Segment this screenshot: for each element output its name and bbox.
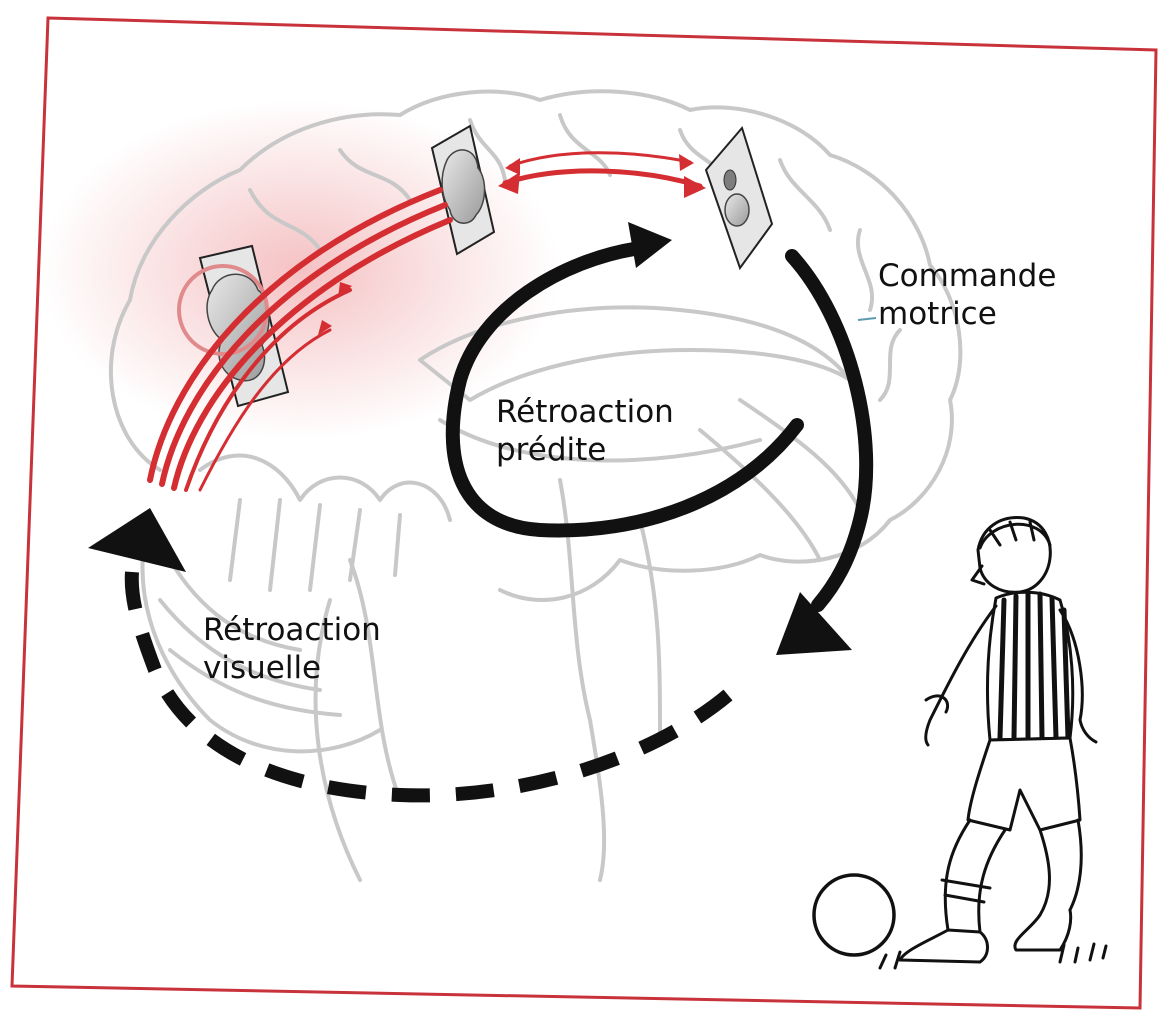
visual-feedback-label-line1: Rétroaction [203,612,381,648]
predicted-feedback-label-line1: Rétroaction [496,394,674,430]
visual-feedback-dashed [124,571,733,803]
motor-command-arrow [785,249,874,612]
motor-command-arrowhead [776,592,852,655]
red-pathway-lines [147,187,453,492]
red-bidirectional-arrows [502,151,703,189]
brain-outline [109,89,963,882]
visual-feedback-label-line2: visuelle [203,650,322,686]
label-pointer [857,317,877,321]
patch-motor [704,125,774,271]
soccer-player-illustration [878,516,1108,970]
predicted-feedback-arrowhead [628,222,672,268]
red-arrowhead [679,154,694,171]
red-arrowhead [505,158,520,175]
motor-command-label-line2: motrice [878,296,997,332]
predicted-feedback-label-line2: prédite [496,432,607,468]
visual-feedback-arrowhead [88,508,186,572]
predicted-feedback-loop [445,241,804,538]
motor-command-label: Commande motrice [878,257,1056,333]
red-glow [40,100,560,440]
red-arrowhead [498,172,520,194]
red-arrowhead [338,282,352,298]
predicted-feedback-label: Rétroaction prédite [496,393,674,469]
red-arrowhead [684,176,706,198]
motor-command-label-line1: Commande [878,258,1057,294]
visual-feedback-label: Rétroaction visuelle [203,611,381,687]
soccer-ball-icon [812,873,896,957]
red-arrowhead [318,320,332,335]
